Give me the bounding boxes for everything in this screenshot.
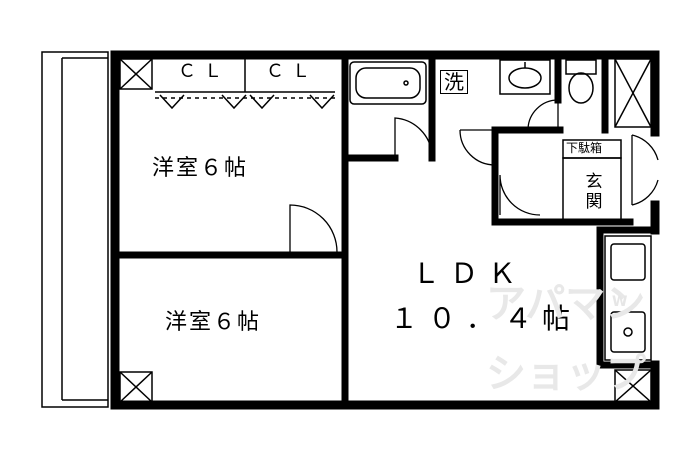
western-room-1-label: 洋室６帖 xyxy=(152,156,249,181)
pillars xyxy=(119,58,652,403)
bathtub xyxy=(349,61,427,105)
closet-area xyxy=(155,59,335,110)
toilet xyxy=(565,59,597,104)
outer-walls xyxy=(110,50,660,410)
shoe-box-label: 下駄箱 xyxy=(566,141,603,155)
closet-label-1: ＣＬ xyxy=(178,61,230,82)
doors xyxy=(289,99,659,253)
balcony xyxy=(41,51,109,408)
entrance-label: 玄関 xyxy=(585,172,603,212)
watermark-line-2: ショップ xyxy=(486,351,646,397)
washroom-label: 洗 xyxy=(440,70,468,94)
windows xyxy=(111,139,119,356)
entrance-area xyxy=(562,139,622,221)
washbasin xyxy=(499,59,551,95)
watermark-mark: W xyxy=(612,294,628,310)
ldk-size-label: １０．４帖 xyxy=(390,302,581,335)
interior-walls xyxy=(111,51,659,409)
closet-label-2: ＣＬ xyxy=(266,61,318,82)
ldk-label: ＬＤＫ xyxy=(412,257,527,290)
watermark-line-1: アパマン xyxy=(486,281,646,327)
kitchen-counter xyxy=(604,235,652,361)
western-room-2-label: 洋室６帖 xyxy=(165,310,262,335)
